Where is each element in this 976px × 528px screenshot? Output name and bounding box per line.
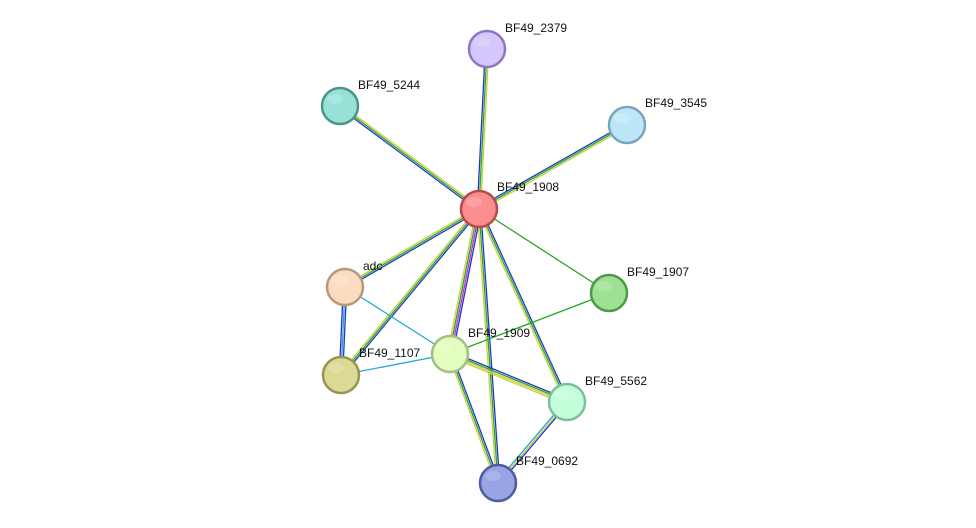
node-label: BF49_5244	[358, 78, 420, 92]
edge-line	[450, 351, 569, 401]
node-circle[interactable]	[547, 382, 587, 422]
node-label: BF49_1908	[497, 180, 559, 194]
node-label: BF49_0692	[516, 454, 578, 468]
node-circle[interactable]	[607, 105, 647, 145]
edge-line	[340, 208, 480, 376]
edge-line	[476, 209, 497, 484]
node-BF49_5244[interactable]: BF49_5244	[320, 78, 420, 126]
node-BF49_1907[interactable]: BF49_1907	[589, 265, 689, 313]
edge-line	[449, 292, 610, 355]
node-highlight	[474, 37, 490, 47]
edge-line	[448, 355, 567, 405]
edge-BF49_1909-BF49_5562	[448, 351, 569, 405]
edge-BF49_1908-adc	[343, 206, 481, 290]
node-label: BF49_1107	[359, 346, 420, 360]
node-label: adc	[363, 259, 382, 273]
edge-line	[449, 354, 567, 404]
node-BF49_3545[interactable]: BF49_3545	[607, 96, 707, 145]
edge-line	[344, 208, 480, 288]
node-circle[interactable]	[589, 273, 629, 313]
node-highlight	[485, 471, 501, 481]
edges-layer	[338, 48, 629, 485]
edge-line	[338, 106, 479, 211]
node-circle[interactable]	[325, 267, 365, 307]
edge-line	[479, 125, 629, 212]
node-label: BF49_1909	[468, 326, 530, 340]
edge-line	[339, 105, 480, 210]
node-circle[interactable]	[459, 189, 499, 229]
node-circle[interactable]	[430, 334, 470, 374]
edge-BF49_1908-BF49_1107	[339, 207, 481, 377]
node-adc[interactable]: adc	[325, 259, 382, 307]
edge-BF49_1909-BF49_1907	[449, 292, 610, 355]
node-highlight	[437, 342, 453, 352]
edge-BF49_1908-BF49_3545	[477, 122, 629, 212]
node-circle[interactable]	[467, 29, 507, 69]
edge-BF49_1909-BF49_0692	[447, 353, 501, 484]
edge-line	[339, 207, 479, 375]
node-highlight	[327, 94, 343, 104]
edge-line	[476, 48, 486, 209]
node-label: BF49_1907	[627, 265, 689, 279]
edge-line	[343, 206, 479, 287]
node-BF49_1107[interactable]: BF49_1107	[321, 346, 420, 395]
node-circle[interactable]	[320, 86, 360, 126]
node-BF49_1908[interactable]: BF49_1908	[459, 180, 559, 229]
node-label: BF49_3545	[645, 96, 707, 110]
edge-line	[451, 209, 483, 355]
node-circle[interactable]	[321, 355, 361, 395]
edge-line	[478, 208, 499, 484]
edge-line	[477, 122, 627, 209]
node-BF49_1909[interactable]: BF49_1909	[430, 326, 530, 374]
node-BF49_2379[interactable]: BF49_2379	[467, 21, 567, 69]
node-highlight	[554, 390, 570, 400]
edge-line	[340, 104, 481, 209]
node-highlight	[466, 197, 482, 207]
edge-BF49_1908-BF49_1909	[446, 208, 483, 355]
edge-line	[446, 208, 478, 354]
edge-line	[344, 286, 451, 355]
edge-line	[478, 208, 610, 294]
edge-line	[450, 353, 501, 483]
node-highlight	[614, 113, 630, 123]
edge-line	[480, 49, 490, 210]
edge-line	[450, 352, 568, 402]
edge-line	[341, 209, 481, 377]
edge-BF49_1908-BF49_0692	[476, 208, 501, 484]
edge-line	[478, 208, 568, 403]
node-label: BF49_5562	[585, 374, 647, 388]
node-highlight	[596, 281, 612, 291]
edge-BF49_1908-BF49_5562	[476, 208, 570, 403]
node-label: BF49_2379	[505, 21, 567, 35]
edge-line	[478, 124, 628, 210]
edge-line	[449, 353, 499, 484]
node-circle[interactable]	[478, 463, 518, 503]
edge-adc-BF49_1909	[344, 286, 451, 355]
node-highlight	[328, 363, 344, 373]
edge-BF49_1908-BF49_1907	[478, 208, 610, 294]
edge-BF49_1908-BF49_5244	[338, 104, 481, 211]
edge-line	[447, 354, 498, 484]
edge-line	[478, 48, 488, 210]
edge-line	[448, 208, 479, 354]
edge-BF49_1908-BF49_2379	[476, 48, 490, 210]
node-BF49_5562[interactable]: BF49_5562	[547, 374, 647, 422]
edge-line	[476, 209, 567, 403]
edge-line	[345, 209, 481, 290]
edge-line	[479, 208, 570, 402]
node-BF49_0692[interactable]: BF49_0692	[478, 454, 578, 503]
node-highlight	[332, 275, 348, 285]
edge-line	[450, 209, 481, 355]
edge-line	[480, 208, 501, 483]
